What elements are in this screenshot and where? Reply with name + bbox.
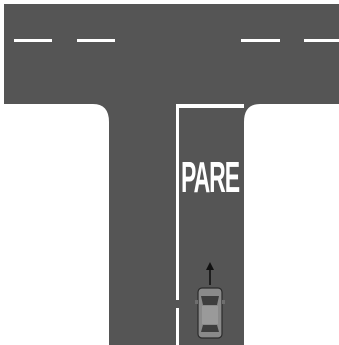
lane-dash-right-1	[241, 39, 280, 42]
center-line	[176, 104, 179, 300]
car-top-view-icon	[195, 288, 225, 338]
lane-dash-right-2	[304, 39, 339, 42]
center-line-lower	[176, 308, 179, 345]
stop-line	[176, 104, 244, 108]
lane-dash-left-2	[77, 39, 115, 42]
lane-dash-left-1	[14, 39, 52, 42]
pare-road-marking: PARE	[181, 153, 239, 202]
